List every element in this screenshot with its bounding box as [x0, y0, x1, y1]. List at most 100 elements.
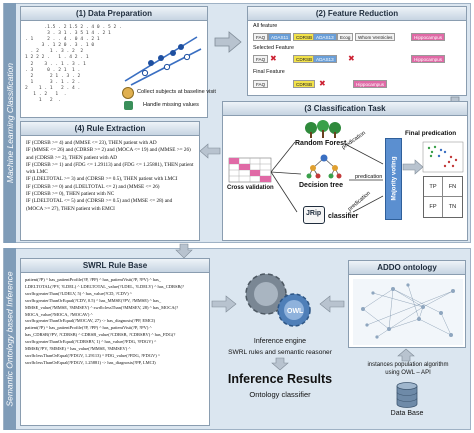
feature-hippocampus: Hippocampus [411, 33, 446, 41]
arrow-ontology-to-engine [319, 295, 345, 313]
handle-missing-label: Handle missing values [143, 102, 199, 108]
matrix-tp: TP [424, 177, 443, 197]
swrl-line: patient(?P) ^ has_patientProfile(?P, ?PP… [25, 277, 162, 282]
addo-ontology-panel: ADDO ontology [348, 260, 466, 348]
ontology-graph-image [353, 279, 463, 345]
handle-missing-icon [124, 101, 133, 110]
database-label: Data Base [390, 410, 424, 417]
arrow-engine-to-results [271, 357, 289, 371]
rule-line: (MOCA >= 27), THEN patient with EMCI [26, 205, 115, 212]
addo-title: ADDO ontology [349, 261, 465, 275]
final-feature-label: Final Feature [253, 69, 285, 75]
final-predication-label: Final predication [405, 130, 457, 137]
rule-line: IF (MMSE <= 26) and (CDRSB >= 2) and (MO… [26, 147, 191, 154]
clustering-graphic [124, 36, 202, 86]
arrow-swrl-to-engine [211, 295, 237, 313]
ml-classification-side-label: Machine Learning Classification [4, 3, 16, 243]
inference-results-title: Inference Results [227, 372, 333, 386]
inference-engine-gears-icon: OWL [245, 273, 311, 327]
jrip-logo: JRip [303, 206, 325, 224]
swrl-title: SWRL Rule Base [21, 259, 209, 273]
classification-title: (3 Classification Task [223, 102, 467, 116]
final-cdrsb: CDRSB [293, 80, 316, 88]
arrow-voting-to-final [402, 159, 424, 175]
swrl-rule-list: patient(?P) ^ has_patientProfile(?P, ?PP… [25, 277, 209, 367]
confusion-matrix: TP FN FP TN [423, 176, 463, 218]
matrix-tn: TN [448, 204, 457, 210]
classification-panel: (3 Classification Task Cross validation … [222, 101, 468, 241]
cross-validation-label: Cross validation [227, 185, 274, 191]
swrl-line: swrlb:greaterThanOrEqual(?MOCAV, 27) -> … [25, 318, 156, 324]
removed-feature-icon: ✖ [270, 54, 277, 63]
arrow-rules-to-swrl [175, 243, 193, 259]
rule-line: IF (CDRSB >= 0) and (LDELTOTAL <= 2) and… [26, 183, 160, 190]
selected-faq: FAQ [253, 55, 269, 63]
feature-reduction-title: (2) Feature Reduction [248, 7, 466, 21]
swrl-line: MMSE(?PV, ?MMSE) ^ has_value(?MMSE, ?MMS… [25, 346, 131, 352]
swrl-line: swrlb:greaterThanOrEqual(?CDRSBV, 1) ^ h… [25, 339, 157, 345]
collect-subjects-label: Collect subjects at baseline visit [137, 89, 216, 95]
final-faq: FAQ [253, 80, 269, 88]
selected-cdrsb: CDRSB [293, 55, 316, 63]
swrl-rule-base-panel: SWRL Rule Base patient(?P) ^ has_patient… [20, 258, 210, 426]
selected-adas13: ADAS13 [313, 55, 337, 63]
swrl-line: MOCA_value(?MOCA, ?MOCAV) ^ [25, 311, 93, 317]
selected-hippocampus: Hippocampus [411, 55, 446, 63]
swrl-line: swrlb:lessThanOrEqual(?FDGV, 1.25881) ->… [25, 359, 156, 365]
rule-line: IF (CDRSB >= 4) and (MMSE <= 23), THEN p… [26, 140, 157, 146]
rule-line: IF (CDRSB >= 1) and (FDG <= 1.29113) and… [26, 161, 194, 168]
data-preparation-title: (1) Data Preparation [21, 7, 207, 21]
rule-line: IF (CDRSB >= 0), THEN patient with NC [26, 191, 115, 198]
final-feature-row: FAQ CDRSB ✖ Hippocampus [253, 79, 465, 89]
feature-adas11: ADAS11 [268, 33, 292, 41]
arrow-classification-to-rules [199, 143, 221, 159]
matrix-fp: FP [424, 197, 443, 217]
swrl-line: MMSE_value(?MMSE, ?MMSEV) ^ swrlb:lessTh… [25, 304, 179, 310]
all-feature-row: FAQ ADAS11 CDRSB ADAS13 Ecog Whom Ventri… [253, 33, 465, 42]
majority-voting-box: Majority voting [385, 138, 402, 220]
feature-faq: FAQ [253, 33, 269, 41]
swrl-reasoner-label: SWRL rules and semantic reasoner [228, 349, 332, 356]
feature-ventricles: Whom Ventricles [355, 33, 396, 41]
owl-api-label: using OWL – API [385, 370, 431, 376]
cross-validation-grid [228, 157, 272, 183]
rule-line: IF (LDELTOTAL >= 3) and (CDRSB >= 0.5), … [26, 176, 178, 183]
raw-data-table: .1.5 . 2 1.5 2 . 4 0 . 5 2 . 3 . 3 1 . 3… [25, 25, 122, 104]
final-hippocampus: Hippocampus [353, 80, 388, 88]
owl-gear-text: OWL [287, 308, 304, 315]
arrow-prep-to-reduction [214, 31, 242, 53]
classifier-label: classifier [328, 213, 359, 220]
feature-cdrsb: CDRSB [293, 33, 316, 41]
majority-voting-label: Majority voting [390, 156, 398, 201]
selected-feature-label: Selected Feature [253, 45, 295, 51]
swrl-line: patient(?P) ^ has_patientProfile(?P, ?PP… [25, 325, 152, 331]
jrip-logo-text: JRip [306, 210, 322, 217]
semantic-inference-side-label: Semantic Ontology based Inference [4, 248, 16, 430]
removed-feature-icon: ✖ [348, 54, 355, 63]
random-forest-label: Random Forest [295, 140, 347, 147]
feature-ecog: Ecog [337, 33, 354, 41]
decision-tree-icon [306, 154, 342, 179]
rule-extraction-panel: (4) Rule Extraction IF (CDRSB >= 4) and … [20, 121, 200, 241]
rule-list: IF (CDRSB >= 4) and (MMSE <= 23), THEN p… [26, 140, 198, 213]
rule-line: with LMC [26, 169, 48, 176]
feature-adas13: ADAS13 [313, 33, 337, 41]
arrow-database-to-ontology [397, 348, 415, 362]
final-scatter-plot [422, 141, 464, 173]
all-feature-label: All feature [253, 23, 278, 29]
decision-tree-label: Decision tree [299, 182, 343, 189]
removed-feature-icon: ✖ [319, 79, 326, 88]
database-icon [396, 382, 418, 408]
random-forest-icon [305, 120, 341, 138]
swrl-line: has_CDRSB(?PV, ?CDRSB) ^ CDRSB_value(?CD… [25, 332, 176, 338]
inference-engine-label: Inference engine [253, 338, 307, 345]
rule-line: IF (LDELTOTAL <= 5) and (CDRSB >= 0.5) a… [26, 198, 173, 205]
predication-arrows [270, 141, 384, 213]
data-preparation-panel: (1) Data Preparation .1.5 . 2 1.5 2 . 4 … [20, 6, 216, 118]
rule-extraction-title: (4) Rule Extraction [21, 122, 199, 136]
swrl-line: swrlb:greaterThan(?LDELV, 5) ^ has_value… [25, 290, 132, 296]
swrl-line: swrlb:lessThanOrEqual(?FDGV, 1.29113) ^ … [25, 352, 160, 358]
instances-population-label: instances population algorithm [367, 362, 449, 368]
feature-reduction-panel: (2) Feature Reduction All feature FAQ AD… [247, 6, 467, 96]
rule-line: and (CDRSB >= 2), THEN patient with AD [26, 154, 118, 161]
